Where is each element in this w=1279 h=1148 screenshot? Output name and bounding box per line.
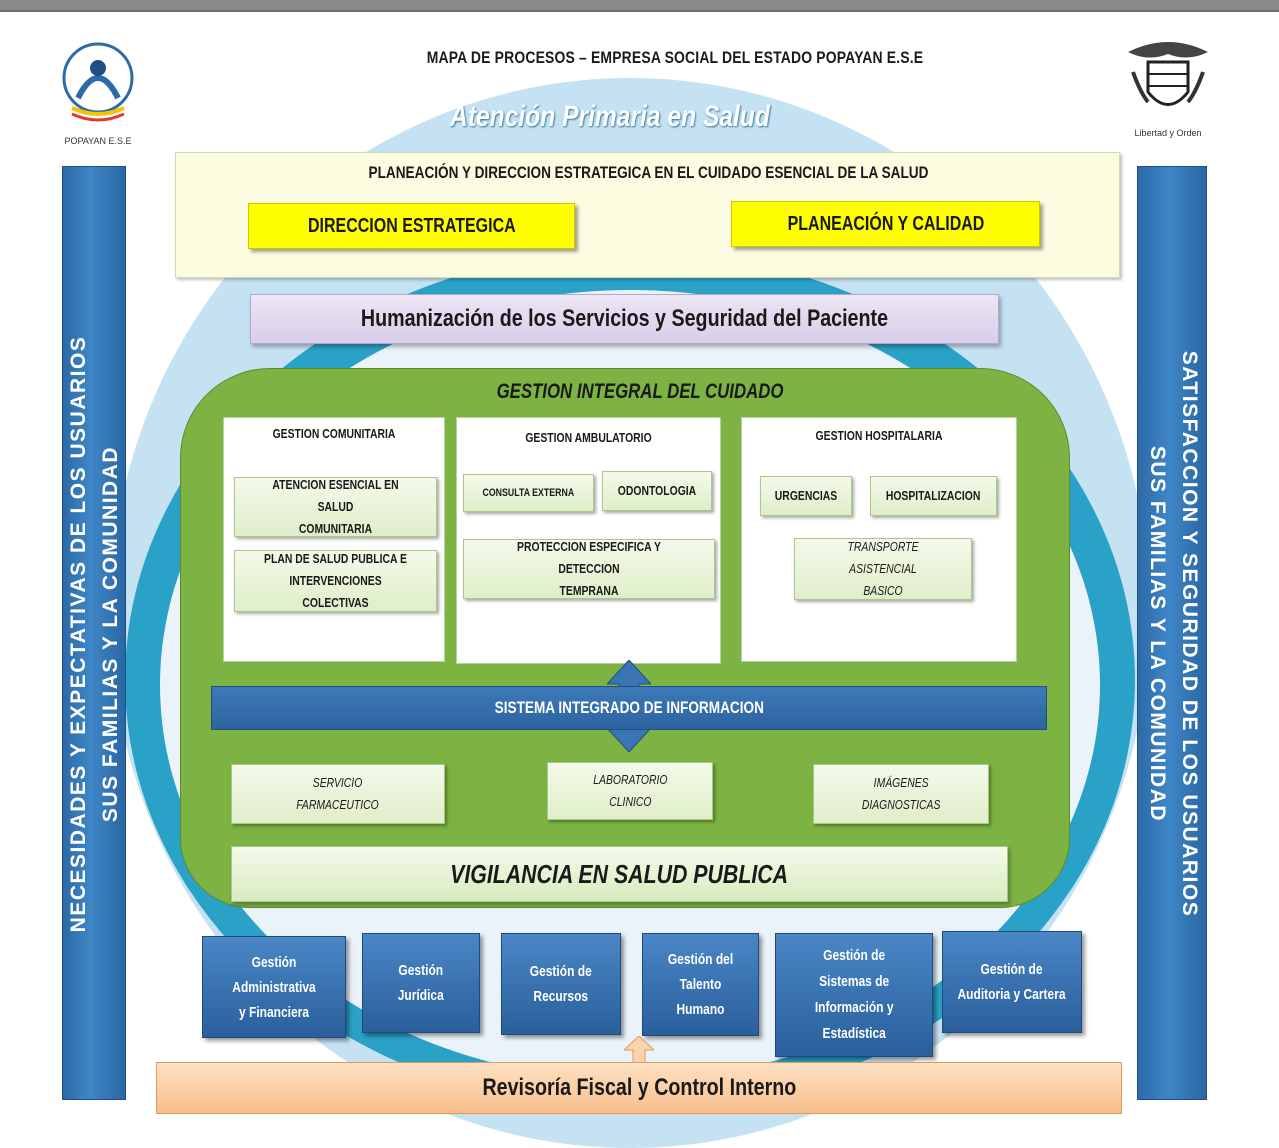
hospital-title: GESTION HOSPITALARIA: [815, 428, 943, 443]
emblem-motto: Libertad y Orden: [1134, 128, 1202, 138]
integral-care-title: GESTION INTEGRAL DEL CUIDADO: [496, 380, 784, 403]
strategic-direction-box[interactable]: DIRECCION ESTRATEGICA: [248, 203, 575, 249]
emergencies[interactable]: URGENCIAS: [760, 476, 852, 516]
community-management-panel: GESTION COMUNITARIA: [223, 417, 445, 662]
ring-title: Atención Primaria en Salud: [450, 100, 770, 133]
right-band-line-1: SATISFACCION Y SEGURIDAD DE LOS USUARIOS: [1178, 350, 1201, 918]
fiscal-control-bar[interactable]: Revisoría Fiscal y Control Interno: [156, 1062, 1122, 1114]
left-band-line-2: SUS FAMILIAS Y LA COMUNIDAD: [99, 445, 122, 823]
left-needs-band: NECESIDADES Y EXPECTATIVAS DE LOS USUARI…: [62, 166, 126, 1100]
hospitalization[interactable]: HOSPITALIZACION: [870, 476, 997, 516]
hospital-logo: POPAYAN E.S.E: [58, 28, 138, 148]
humanization-bar[interactable]: Humanización de los Servicios y Segurida…: [250, 294, 999, 344]
right-satisfaction-band: SATISFACCION Y SEGURIDAD DE LOS USUARIOS…: [1137, 166, 1207, 1100]
dentistry[interactable]: ODONTOLOGIA: [602, 471, 712, 511]
integrated-information-system-bar[interactable]: SISTEMA INTEGRADO DE INFORMACION: [211, 686, 1047, 730]
logo-caption: POPAYAN E.S.E: [64, 136, 132, 146]
community-title: GESTION COMUNITARIA: [272, 426, 396, 441]
planning-title: PLANEACIÓN Y DIRECCION ESTRATEGICA EN EL…: [368, 163, 929, 182]
public-health-surveillance-bar[interactable]: VIGILANCIA EN SALUD PUBLICA: [231, 846, 1008, 902]
left-band-line-1: NECESIDADES Y EXPECTATIVAS DE LOS USUARI…: [67, 335, 90, 933]
coat-of-arms-emblem: Libertad y Orden: [1118, 32, 1218, 142]
outpatient-title: GESTION AMBULATORIO: [525, 430, 652, 445]
up-arrow-icon: [622, 1035, 656, 1065]
window-top-bar: [0, 0, 1279, 12]
planning-quality-box[interactable]: PLANEACIÓN Y CALIDAD: [731, 201, 1040, 247]
external-consultation[interactable]: CONSULTA EXTERNA: [463, 474, 594, 512]
page-title: MAPA DE PROCESOS – EMPRESA SOCIAL DEL ES…: [426, 48, 924, 67]
right-band-line-2: SUS FAMILIAS Y LA COMUNIDAD: [1146, 445, 1169, 823]
